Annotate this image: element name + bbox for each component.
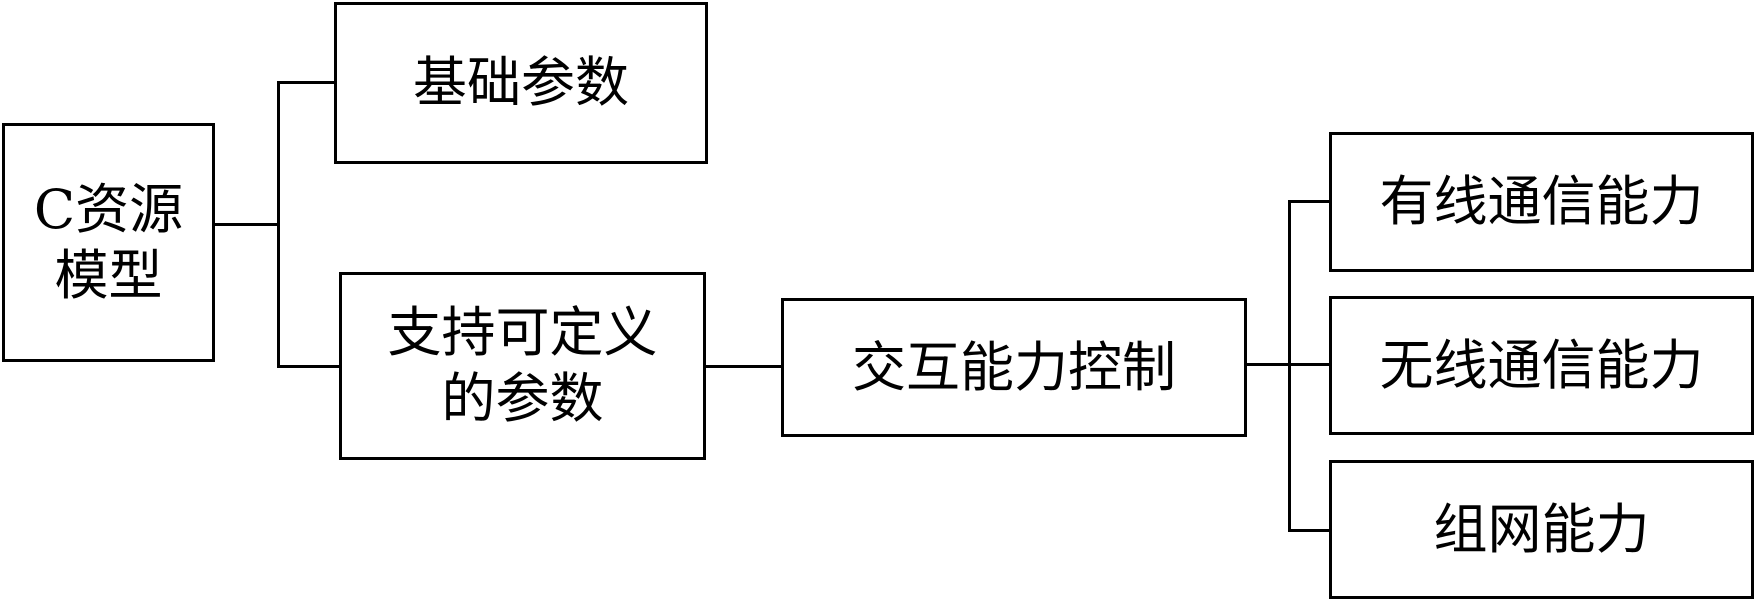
connector-trunk-to-wireless — [1288, 363, 1330, 366]
node-interaction-control: 交互能力控制 — [781, 298, 1247, 437]
connector-trunk-to-networking — [1288, 529, 1330, 532]
connector-level3-trunk — [1288, 200, 1291, 532]
node-wired-comm-label: 有线通信能力 — [1379, 170, 1704, 233]
connector-trunk-to-wired — [1288, 200, 1330, 203]
node-root-label: C资源 模型 — [33, 177, 184, 307]
connector-level1-trunk — [277, 81, 280, 368]
node-definable-params-label: 支持可定义 的参数 — [387, 301, 658, 430]
node-basic-params-label: 基础参数 — [413, 51, 629, 114]
connector-trunk-to-definable — [277, 365, 340, 368]
connector-trunk-to-basic — [277, 81, 335, 84]
node-wired-comm: 有线通信能力 — [1329, 132, 1754, 272]
node-basic-params: 基础参数 — [334, 2, 708, 164]
node-root: C资源 模型 — [2, 123, 215, 362]
node-wireless-comm-label: 无线通信能力 — [1379, 333, 1704, 397]
connector-interaction-to-trunk — [1245, 363, 1290, 366]
connector-definable-to-interaction — [704, 365, 782, 368]
node-wireless-comm: 无线通信能力 — [1329, 296, 1754, 435]
node-networking: 组网能力 — [1329, 460, 1754, 599]
node-definable-params: 支持可定义 的参数 — [339, 272, 706, 460]
node-networking-label: 组网能力 — [1433, 497, 1650, 561]
node-interaction-control-label: 交互能力控制 — [852, 335, 1176, 399]
connector-root-to-trunk — [214, 223, 277, 226]
